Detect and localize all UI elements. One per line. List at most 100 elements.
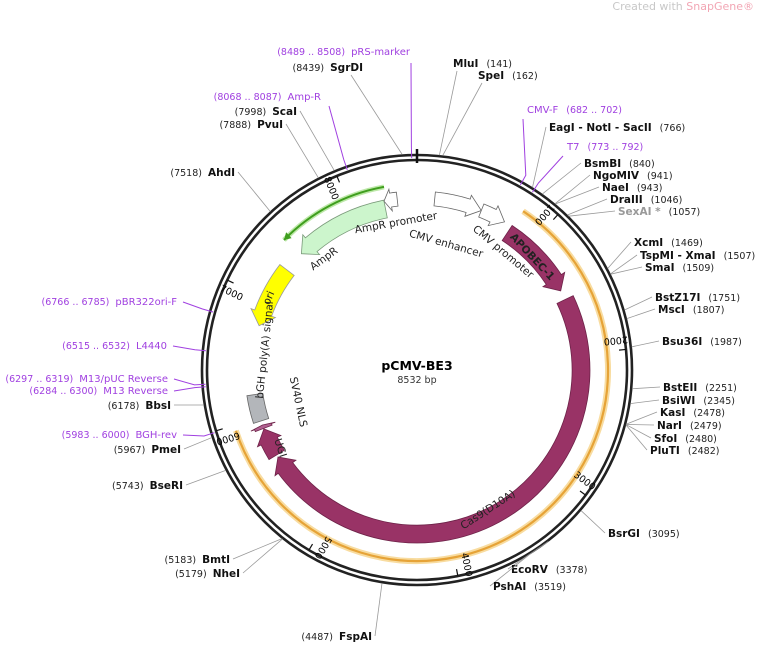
enzyme-leader-line bbox=[625, 424, 648, 451]
enzyme-site-bseri[interactable]: (5743)BseRI bbox=[112, 480, 183, 492]
enzyme-site-msci[interactable]: MscI(1807) bbox=[658, 304, 724, 316]
tick-mark bbox=[226, 279, 234, 284]
enzyme-name: EagI - NotI - SacII bbox=[549, 122, 652, 134]
enzyme-leader-line bbox=[610, 254, 638, 275]
paren-open: ( bbox=[703, 396, 707, 407]
enzyme-position: 4487 bbox=[305, 632, 329, 643]
enzyme-name: PmeI bbox=[151, 444, 181, 456]
enzyme-site-nari[interactable]: NarI(2479) bbox=[657, 420, 722, 432]
enzyme-site-bstz17i[interactable]: BstZ17I(1751) bbox=[655, 292, 740, 304]
paren-open: ( bbox=[724, 251, 728, 262]
enzyme-position: 7518 bbox=[174, 168, 198, 179]
enzyme-position: 7888 bbox=[223, 120, 247, 131]
enzyme-site-spei[interactable]: SpeI(162) bbox=[478, 70, 538, 82]
feature-cmv-promoter[interactable] bbox=[478, 203, 506, 227]
primer-t7[interactable]: T7(773 .. 792) bbox=[566, 142, 643, 153]
feature-cas9-d10a-[interactable] bbox=[274, 295, 591, 544]
enzyme-position: 943 bbox=[641, 183, 659, 194]
feature-sv40-nls[interactable] bbox=[250, 421, 276, 433]
paren-close: ) bbox=[142, 445, 146, 456]
paren-close: ) bbox=[659, 183, 663, 194]
enzyme-name: PvuI bbox=[257, 119, 283, 131]
primer-name: BGH-rev bbox=[135, 430, 177, 441]
enzyme-position: 7998 bbox=[238, 107, 262, 118]
feature-label: ori bbox=[261, 289, 278, 306]
primer-cmv-f[interactable]: CMV-F(682 .. 702) bbox=[527, 105, 622, 116]
enzyme-site-nhei[interactable]: (5179)NheI bbox=[175, 568, 240, 580]
enzyme-site-pluti[interactable]: PluTI(2482) bbox=[650, 445, 719, 457]
enzyme-site-draiii[interactable]: DraIII(1046) bbox=[610, 194, 682, 206]
enzyme-site-pshai[interactable]: PshAI(3519) bbox=[493, 581, 566, 593]
feature-ugi[interactable] bbox=[256, 428, 285, 461]
tracks-layer bbox=[233, 184, 611, 565]
enzyme-site-bsteii[interactable]: BstEII(2251) bbox=[663, 382, 737, 394]
tick-mark bbox=[455, 569, 459, 577]
paren-close: ) bbox=[534, 71, 538, 82]
paren-open: ( bbox=[534, 582, 538, 593]
enzyme-site-scai[interactable]: (7998)ScaI bbox=[235, 106, 297, 118]
primer-range: (6297 .. 6319) bbox=[5, 374, 73, 385]
paren-close: ) bbox=[651, 159, 655, 170]
enzyme-site-ahdi[interactable]: (7518)AhdI bbox=[170, 167, 235, 179]
primer-m13-reverse[interactable]: (6284 .. 6300)M13 Reverse bbox=[29, 386, 168, 397]
enzyme-leader-line bbox=[374, 583, 383, 637]
enzyme-name: NarI bbox=[657, 420, 682, 432]
paren-open: ( bbox=[693, 305, 697, 316]
paren-close: ) bbox=[320, 63, 324, 74]
feature-cmv-enhancer[interactable] bbox=[433, 191, 482, 217]
feature-ampr[interactable] bbox=[300, 199, 388, 256]
primer-l4440[interactable]: (6515 .. 6532)L4440 bbox=[62, 341, 167, 352]
primer-m13-puc-reverse[interactable]: (6297 .. 6319)M13/pUC Reverse bbox=[5, 374, 168, 385]
enzyme-site-bmti[interactable]: (5183)BmtI bbox=[165, 554, 231, 566]
enzyme-site-fspai[interactable]: (4487)FspAI bbox=[301, 631, 372, 643]
paren-close: ) bbox=[738, 337, 742, 348]
tick-mark bbox=[579, 490, 586, 496]
paren-open: ( bbox=[669, 207, 673, 218]
enzyme-site-bbsi[interactable]: (6178)BbsI bbox=[108, 400, 171, 412]
paren-open: ( bbox=[170, 168, 174, 179]
paren-open: ( bbox=[114, 445, 118, 456]
enzyme-site-ngomiv[interactable]: NgoMIV(941) bbox=[593, 170, 673, 182]
enzyme-site-pmei[interactable]: (5967)PmeI bbox=[114, 444, 181, 456]
feature-ori[interactable] bbox=[250, 263, 295, 327]
primer-name: pRS-marker bbox=[351, 47, 411, 58]
enzyme-site-bsiwi[interactable]: BsiWI(2345) bbox=[662, 395, 735, 407]
paren-open: ( bbox=[651, 195, 655, 206]
enzyme-site-ecorv[interactable]: EcoRV(3378) bbox=[511, 564, 587, 576]
enzyme-leader-line bbox=[285, 123, 319, 179]
tick-label: 4000 bbox=[458, 552, 473, 578]
paren-close: ) bbox=[679, 195, 683, 206]
enzyme-site-kasi[interactable]: KasI(2478) bbox=[660, 407, 725, 419]
paren-open: ( bbox=[292, 63, 296, 74]
enzyme-site-bsmbi[interactable]: BsmBI(840) bbox=[584, 158, 655, 170]
enzyme-name: BseRI bbox=[150, 480, 183, 492]
enzyme-site-sexai-[interactable]: SexAI *(1057) bbox=[618, 206, 700, 218]
paren-close: ) bbox=[508, 59, 512, 70]
enzyme-site-mlui[interactable]: MluI(141) bbox=[453, 58, 512, 70]
enzyme-leader-line bbox=[630, 399, 660, 404]
enzyme-name: SfoI bbox=[654, 433, 677, 445]
enzyme-site-xcmi[interactable]: XcmI(1469) bbox=[634, 237, 703, 249]
primer-bgh-rev[interactable]: (5983 .. 6000)BGH-rev bbox=[62, 430, 177, 441]
enzyme-site-sgrdi[interactable]: (8439)SgrDI bbox=[292, 62, 363, 74]
primer-pbr322ori-f[interactable]: (6766 .. 6785)pBR322ori-F bbox=[42, 297, 178, 308]
feature-ampr-promoter[interactable] bbox=[383, 187, 399, 213]
paren-close: ) bbox=[329, 632, 333, 643]
enzyme-site-tspmi-xmai[interactable]: TspMI - XmaI(1507) bbox=[640, 250, 755, 262]
paren-close: ) bbox=[699, 238, 703, 249]
enzyme-site-bsrgi[interactable]: BsrGI(3095) bbox=[608, 528, 680, 540]
enzyme-name: SgrDI bbox=[330, 62, 363, 74]
paren-close: ) bbox=[731, 396, 735, 407]
enzyme-site-pvui[interactable]: (7888)PvuI bbox=[219, 119, 283, 131]
feature-apobec-1[interactable] bbox=[501, 224, 566, 292]
enzyme-site-eagi-noti-sacii[interactable]: EagI - NotI - SacII(766) bbox=[549, 122, 685, 134]
primer-prs-marker[interactable]: (8489 .. 8508)pRS-marker bbox=[277, 47, 411, 58]
enzyme-site-bsu36i[interactable]: Bsu36I(1987) bbox=[662, 336, 742, 348]
enzyme-leader-line bbox=[183, 437, 212, 450]
feature-bgh-poly-a-signal[interactable] bbox=[246, 392, 270, 424]
enzyme-site-smai[interactable]: SmaI(1509) bbox=[645, 262, 714, 274]
tick-label: 7000 bbox=[218, 283, 245, 303]
primer-amp-r[interactable]: (8068 .. 8087)Amp-R bbox=[214, 92, 321, 103]
enzyme-site-sfoi[interactable]: SfoI(2480) bbox=[654, 433, 717, 445]
enzyme-site-naei[interactable]: NaeI(943) bbox=[602, 182, 662, 194]
